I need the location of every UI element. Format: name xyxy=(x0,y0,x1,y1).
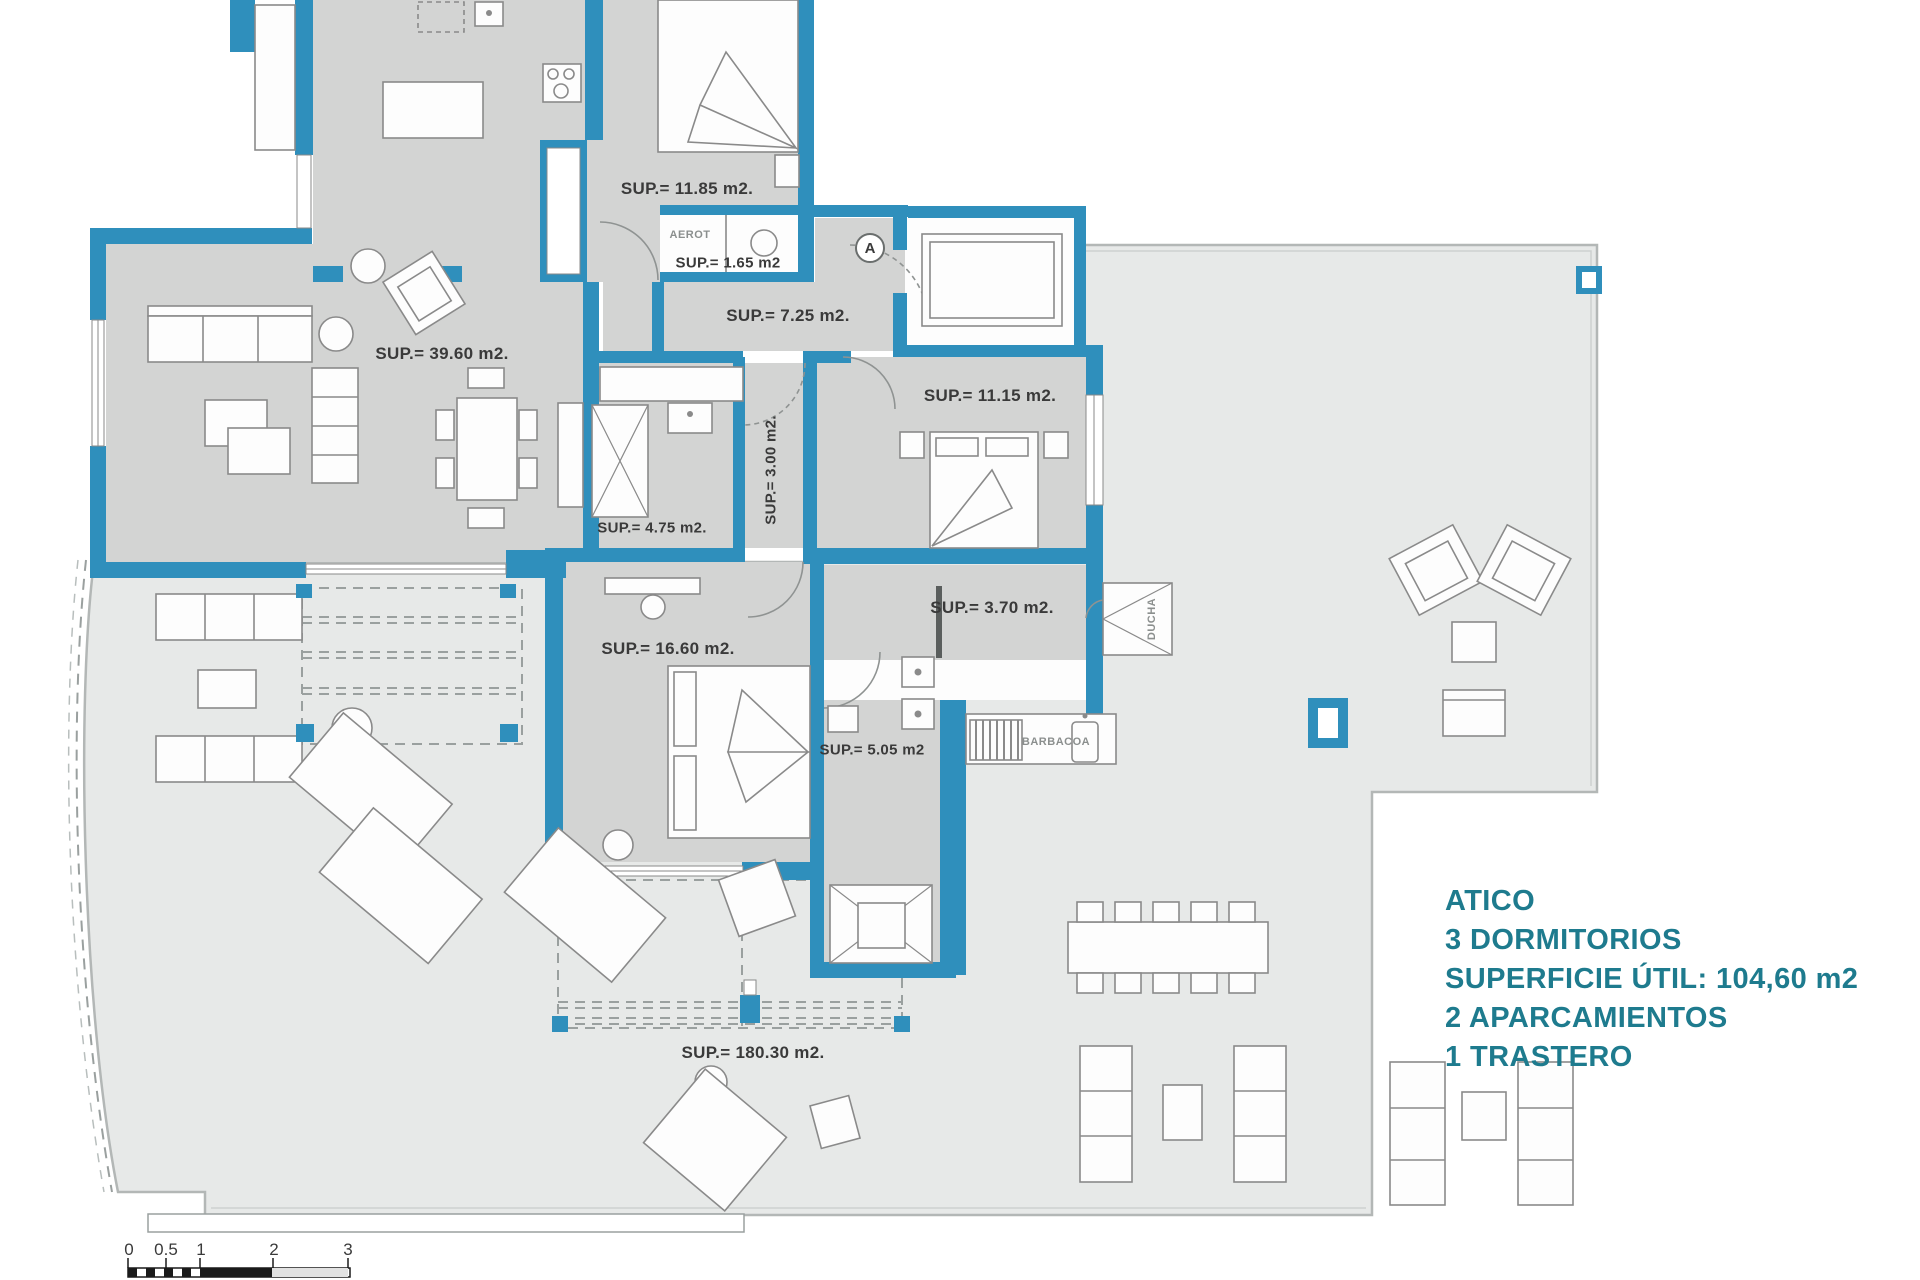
area-label-corridor: SUP.= 3.00 m2. xyxy=(762,415,780,525)
area-label-living: SUP.= 39.60 m2. xyxy=(375,344,509,363)
ottoman xyxy=(809,1094,861,1150)
info-line-parking: 2 APARCAMIENTOS xyxy=(1445,1002,1728,1034)
sun-lounger xyxy=(642,1068,788,1212)
side-table xyxy=(857,902,906,949)
bath2-sink xyxy=(827,705,859,733)
area-label-hall: SUP.= 7.25 m2. xyxy=(726,306,850,325)
water-heater xyxy=(750,229,778,257)
coffee-table xyxy=(1162,1084,1203,1141)
fridge-dashed xyxy=(417,1,465,33)
area-label-bedroom1: SUP.= 11.85 m2. xyxy=(620,179,754,198)
aerot-label: AEROT xyxy=(669,229,711,241)
outdoor-shower xyxy=(1102,582,1173,656)
scale-bar xyxy=(127,1258,351,1278)
square-table xyxy=(1451,621,1497,663)
scale-tick-05: 0.5 xyxy=(154,1240,178,1259)
sun-lounger xyxy=(318,806,484,965)
bath-sink xyxy=(667,402,713,434)
sun-lounger xyxy=(503,826,667,984)
vanity-counter xyxy=(599,366,744,402)
info-panel: ATICO 3 DORMITORIOS SUPERFICIE ÚTIL: 104… xyxy=(1445,882,1858,1077)
area-label-closet: SUP.= 1.65 m2 xyxy=(675,254,781,272)
ducha-label: DUCHA xyxy=(1146,597,1158,641)
nightstand xyxy=(899,431,925,459)
outdoor-sofa xyxy=(155,593,303,641)
dining-table xyxy=(456,397,518,501)
scale-tick-1: 1 xyxy=(196,1240,206,1259)
living-furniture xyxy=(147,248,584,529)
nightstand xyxy=(774,154,800,188)
area-label-bath2: SUP.= 5.05 m2 xyxy=(819,741,925,759)
area-label-bedroom3: SUP.= 16.60 m2. xyxy=(601,639,735,658)
ottoman xyxy=(717,858,797,938)
info-line-surface: SUPERFICIE ÚTIL: 104,60 m2 xyxy=(1445,963,1859,995)
pillars xyxy=(296,266,1602,1032)
info-line-storage: 1 TRASTERO xyxy=(1445,1041,1633,1073)
bedroom2-furniture xyxy=(899,233,1069,549)
info-line-title: ATICO xyxy=(1445,885,1536,917)
cabinet xyxy=(557,402,584,508)
kitchen-fixtures xyxy=(254,1,582,151)
chair xyxy=(602,829,634,861)
bath-fixtures xyxy=(591,366,1173,964)
stove xyxy=(542,63,582,103)
area-label-bath1: SUP.= 4.75 m2. xyxy=(597,519,707,537)
outdoor-sofa xyxy=(1233,1045,1287,1183)
scale-tick-2: 2 xyxy=(269,1240,279,1259)
side-table xyxy=(350,248,386,284)
barbacoa-label: BARBACOA xyxy=(1021,736,1091,748)
windows xyxy=(91,147,1104,877)
planter-strip xyxy=(147,1213,745,1233)
sun-lounger xyxy=(1389,1061,1446,1206)
bench xyxy=(1442,689,1506,737)
kitchen-island xyxy=(382,81,484,139)
terrace-furniture xyxy=(155,523,1574,1212)
barbecue-counter xyxy=(965,713,1117,765)
desk xyxy=(604,577,701,595)
desk-chair xyxy=(640,594,666,620)
coffee-table xyxy=(197,669,257,709)
outdoor-sofa xyxy=(1079,1045,1133,1183)
entrance-door-badge: A xyxy=(855,233,885,263)
info-line-bedrooms: 3 DORMITORIOS xyxy=(1445,924,1682,956)
square-table xyxy=(1461,1091,1507,1141)
side-table xyxy=(318,316,354,352)
area-label-bedroom2: SUP.= 11.15 m2. xyxy=(923,386,1057,405)
sun-lounger xyxy=(288,711,454,870)
scale-tick-3: 3 xyxy=(343,1240,353,1259)
bedroom3-furniture xyxy=(602,577,811,861)
outdoor-dining-table xyxy=(1067,921,1269,974)
pergola-grid-left xyxy=(301,587,523,745)
area-label-terrace: SUP.= 180.30 m2. xyxy=(681,1043,825,1062)
area-label-wc: SUP.= 3.70 m2. xyxy=(930,598,1054,617)
bbq-sink xyxy=(1071,721,1099,763)
sofa xyxy=(147,315,313,363)
nightstand xyxy=(1043,431,1069,459)
bedroom1-furniture xyxy=(657,0,800,272)
scale-tick-0: 0 xyxy=(124,1240,134,1259)
outdoor-sofa xyxy=(155,735,303,783)
sun-lounger xyxy=(1517,1061,1574,1206)
